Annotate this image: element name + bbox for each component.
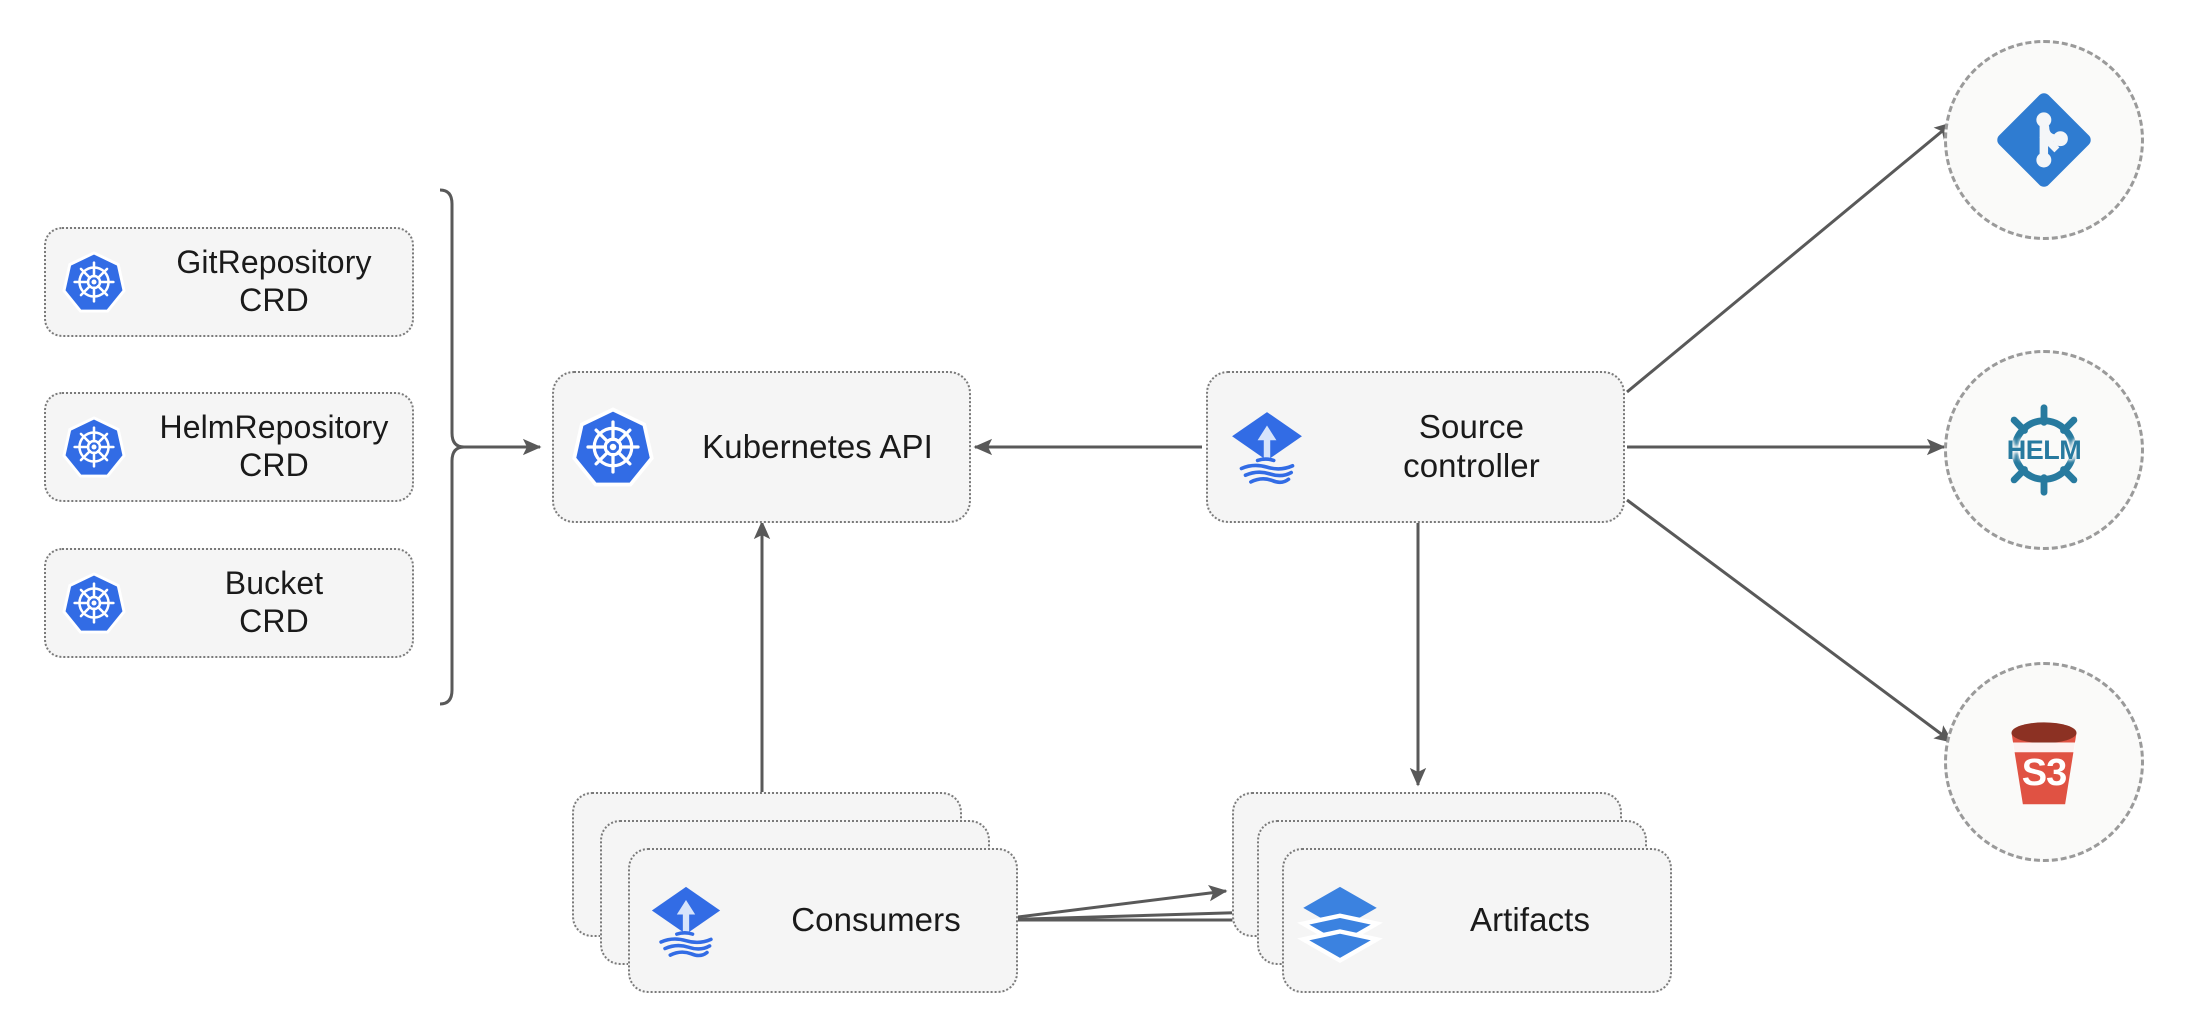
crd-node-bucket[interactable]: Bucket CRD: [44, 548, 414, 658]
artifacts-node[interactable]: Artifacts: [1282, 848, 1672, 993]
kubernetes-api-node[interactable]: Kubernetes API: [552, 371, 971, 523]
flux-icon: [1208, 404, 1326, 490]
crd-label: Bucket CRD: [224, 565, 324, 639]
layers-icon: [1284, 879, 1396, 963]
edge-source-controller-to-s3: [1626, 498, 1954, 744]
kubernetes-icon: [46, 251, 142, 313]
kubernetes-icon: [46, 416, 142, 478]
consumers-label: Consumers: [791, 901, 961, 939]
crd-group-bracket: [439, 188, 465, 706]
source-controller-node[interactable]: Source controller: [1206, 371, 1625, 523]
crd-node-gitrepository[interactable]: GitRepository CRD: [44, 227, 414, 337]
edge-consumers-to-artifacts-1: [993, 885, 1228, 922]
helm-wordmark: HELM: [2006, 434, 2082, 465]
git-icon: [1992, 88, 2096, 192]
edge-source-controller-to-git: [1626, 121, 1954, 394]
consumers-node[interactable]: Consumers: [628, 848, 1018, 993]
s3-source-circle[interactable]: S3: [1944, 662, 2144, 862]
crd-node-helmrepository[interactable]: HelmRepository CRD: [44, 392, 414, 502]
crd-label: GitRepository CRD: [176, 244, 372, 318]
s3-wordmark: S3: [2021, 751, 2067, 794]
s3-bucket-icon: S3: [1992, 710, 2096, 814]
kubernetes-icon: [46, 572, 142, 634]
helm-icon: HELM: [1992, 398, 2096, 502]
kubernetes-icon: [554, 407, 672, 487]
flux-icon: [630, 879, 742, 963]
crd-label: HelmRepository CRD: [159, 409, 389, 483]
git-source-circle[interactable]: [1944, 40, 2144, 240]
kubernetes-api-label: Kubernetes API: [702, 427, 933, 465]
source-controller-label: Source controller: [1403, 408, 1540, 484]
helm-source-circle[interactable]: HELM: [1944, 350, 2144, 550]
artifacts-label: Artifacts: [1469, 901, 1591, 939]
edge-consumers-to-artifacts-2: [993, 904, 1260, 922]
